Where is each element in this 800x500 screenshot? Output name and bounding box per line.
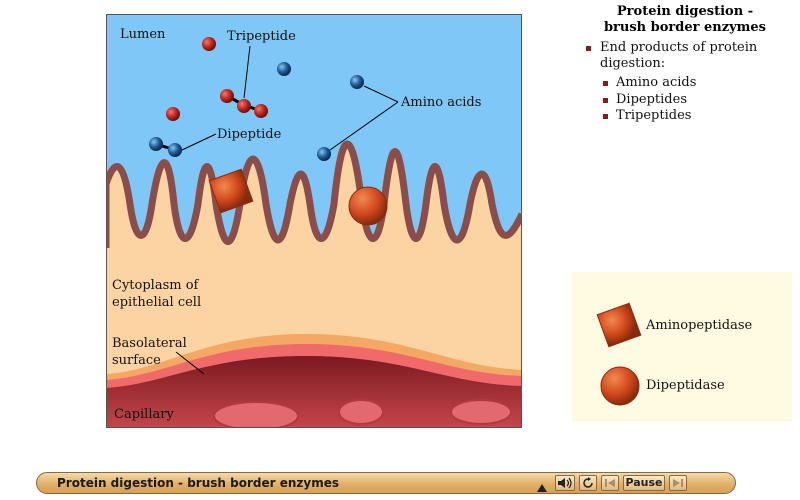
cytoplasm-label-line2: epithelial cell [112, 295, 201, 310]
triangle-up-icon[interactable] [537, 478, 547, 497]
legend-item-aminopeptidase: Aminopeptidase [572, 302, 792, 352]
red-blood-cell [213, 401, 299, 428]
replay-button[interactable] [579, 475, 597, 491]
skip-back-button[interactable] [601, 475, 619, 491]
amino-acids-leader-2 [329, 101, 399, 151]
red-blood-cell [338, 399, 384, 425]
lumen-label: Lumen [120, 27, 166, 42]
basolateral-label-line2: surface [112, 353, 161, 368]
capillary-label: Capillary [114, 407, 174, 422]
amino-acid-molecule [202, 37, 216, 51]
dipeptide-molecule [149, 137, 182, 157]
basolateral-leader [175, 351, 205, 375]
list-item: Tripeptides [602, 108, 794, 125]
dipeptide-label: Dipeptide [217, 127, 282, 142]
dipeptide-leader [181, 133, 217, 151]
aminopeptidase-enzyme [208, 168, 254, 214]
tripeptide-leader [243, 45, 251, 99]
speaker-icon [558, 477, 572, 489]
pause-button[interactable]: Pause [623, 475, 665, 491]
panel-title-line2: brush border enzymes [603, 20, 767, 35]
replay-icon [583, 477, 593, 488]
amino-acid-molecule [350, 75, 364, 89]
skip-forward-icon [673, 479, 683, 487]
legend-item-dipeptidase: Dipeptidase [572, 362, 792, 412]
tripeptide-molecule [220, 89, 268, 118]
tripeptide-label: Tripeptide [227, 29, 296, 44]
panel-title-line1: Protein digestion - [616, 4, 754, 19]
basolateral-label-line1: Basolateral [112, 336, 187, 351]
skip-back-icon [605, 479, 615, 487]
cytoplasm-label-line1: Cytoplasm of [112, 278, 200, 293]
legend: Aminopeptidase Dipeptidase [572, 272, 792, 422]
diagram-border [106, 14, 522, 428]
aminopeptidase-label: Aminopeptidase [646, 318, 753, 333]
amino-acids-leader-1 [363, 85, 399, 103]
dipeptidase-icon [600, 366, 640, 406]
brush-border-membrane [106, 140, 522, 248]
skip-forward-button[interactable] [669, 475, 687, 491]
end-products-sublist: Amino acids Dipeptides Tripeptides [602, 75, 794, 125]
end-products-bullet: End products of protein digestion: [584, 40, 794, 72]
capillary-region [106, 356, 522, 428]
dipeptidase-enzyme [348, 186, 388, 226]
amino-acids-label: Amino acids [400, 95, 481, 110]
amino-acid-molecule [317, 147, 331, 161]
player-title: Protein digestion - brush border enzymes [57, 476, 339, 490]
red-blood-cell [450, 399, 512, 425]
end-products-list: End products of protein digestion: Amino… [584, 40, 794, 125]
player-control-bar: Protein digestion - brush border enzymes… [36, 472, 736, 494]
diagram: Lumen Tripeptide Amino acids Dipeptide C… [106, 14, 522, 428]
list-item: Dipeptides [602, 92, 794, 109]
dipeptidase-label: Dipeptidase [646, 378, 725, 393]
list-item: Amino acids [602, 75, 794, 92]
amino-acid-molecule [166, 107, 180, 121]
aminopeptidase-icon [596, 302, 642, 348]
amino-acid-molecule [277, 62, 291, 76]
panel-title: Protein digestion - brush border enzymes [580, 4, 790, 36]
sound-button[interactable] [555, 475, 575, 491]
